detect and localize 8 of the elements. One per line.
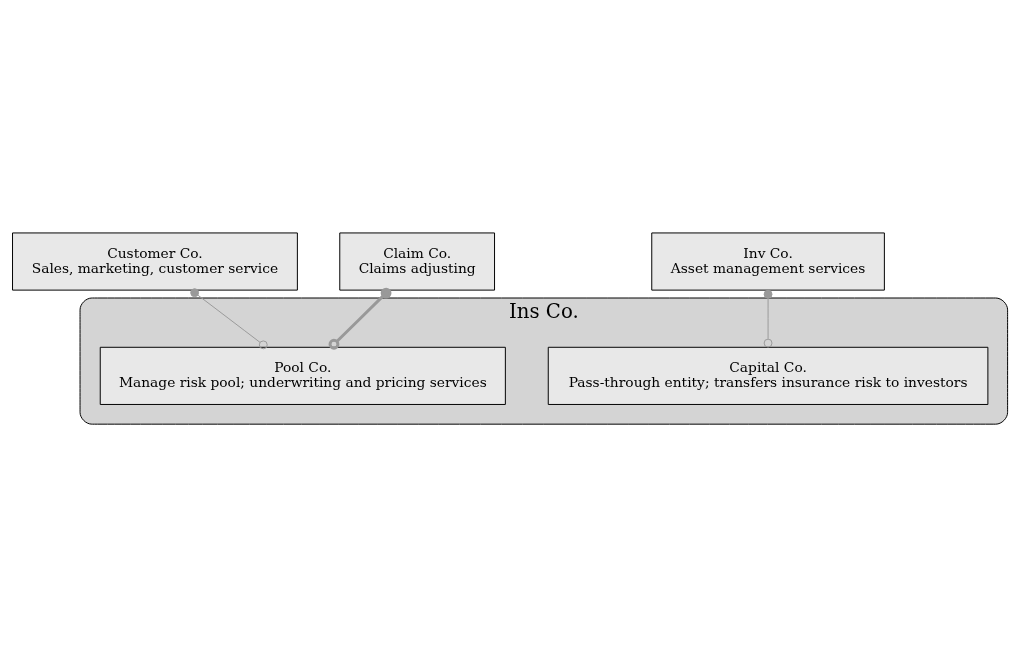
connector <box>763 289 773 348</box>
connector <box>190 288 268 350</box>
node-box: Capital Co. Pass-through entity; transfers insurance risk to investors <box>547 346 989 405</box>
node-box: Inv Co. Asset management services <box>651 232 885 291</box>
node-box: Claim Co. Claims adjusting <box>339 232 496 291</box>
node-box: Customer Co. Sales, marketing, customer service <box>12 232 298 291</box>
node-box: Pool Co. Manage risk pool; underwriting and pricing services <box>99 346 506 405</box>
connector <box>328 287 392 350</box>
